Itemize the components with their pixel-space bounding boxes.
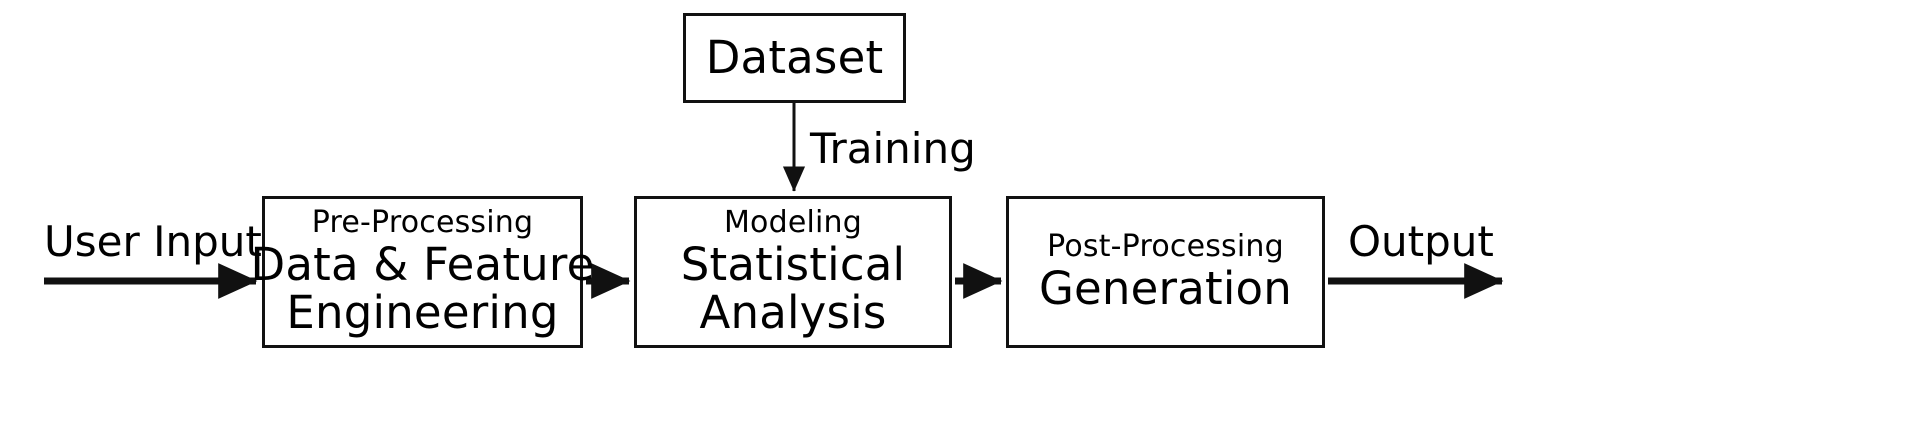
node-preprocessing-label: Data & Feature Engineering <box>251 241 595 336</box>
edge-label-training: Training <box>810 124 976 173</box>
node-preprocessing-label-line1: Data & Feature <box>250 238 595 292</box>
edge-label-output: Output <box>1348 217 1494 266</box>
node-postprocessing-label: Generation <box>1039 265 1292 313</box>
node-modeling[interactable]: Modeling Statistical Analysis <box>634 196 952 348</box>
node-preprocessing-sublabel: Pre-Processing <box>311 205 534 241</box>
node-preprocessing[interactable]: Pre-Processing Data & Feature Engineerin… <box>251 196 594 348</box>
node-modeling-label-line2: Analysis <box>699 285 887 339</box>
node-modeling-label: Statistical Analysis <box>681 241 906 336</box>
node-postprocessing-sublabel: Post-Processing <box>1047 229 1284 265</box>
node-dataset[interactable]: Dataset <box>683 13 906 103</box>
node-postprocessing[interactable]: Post-Processing Generation <box>1006 196 1325 348</box>
node-modeling-label-line1: Statistical <box>680 238 906 292</box>
node-modeling-sublabel: Modeling <box>723 205 863 241</box>
edge-label-user-input: User Input <box>44 217 262 266</box>
node-dataset-label: Dataset <box>705 31 884 85</box>
node-preprocessing-label-line2: Engineering <box>286 285 559 339</box>
node-postprocessing-label-line1: Generation <box>1038 262 1293 316</box>
